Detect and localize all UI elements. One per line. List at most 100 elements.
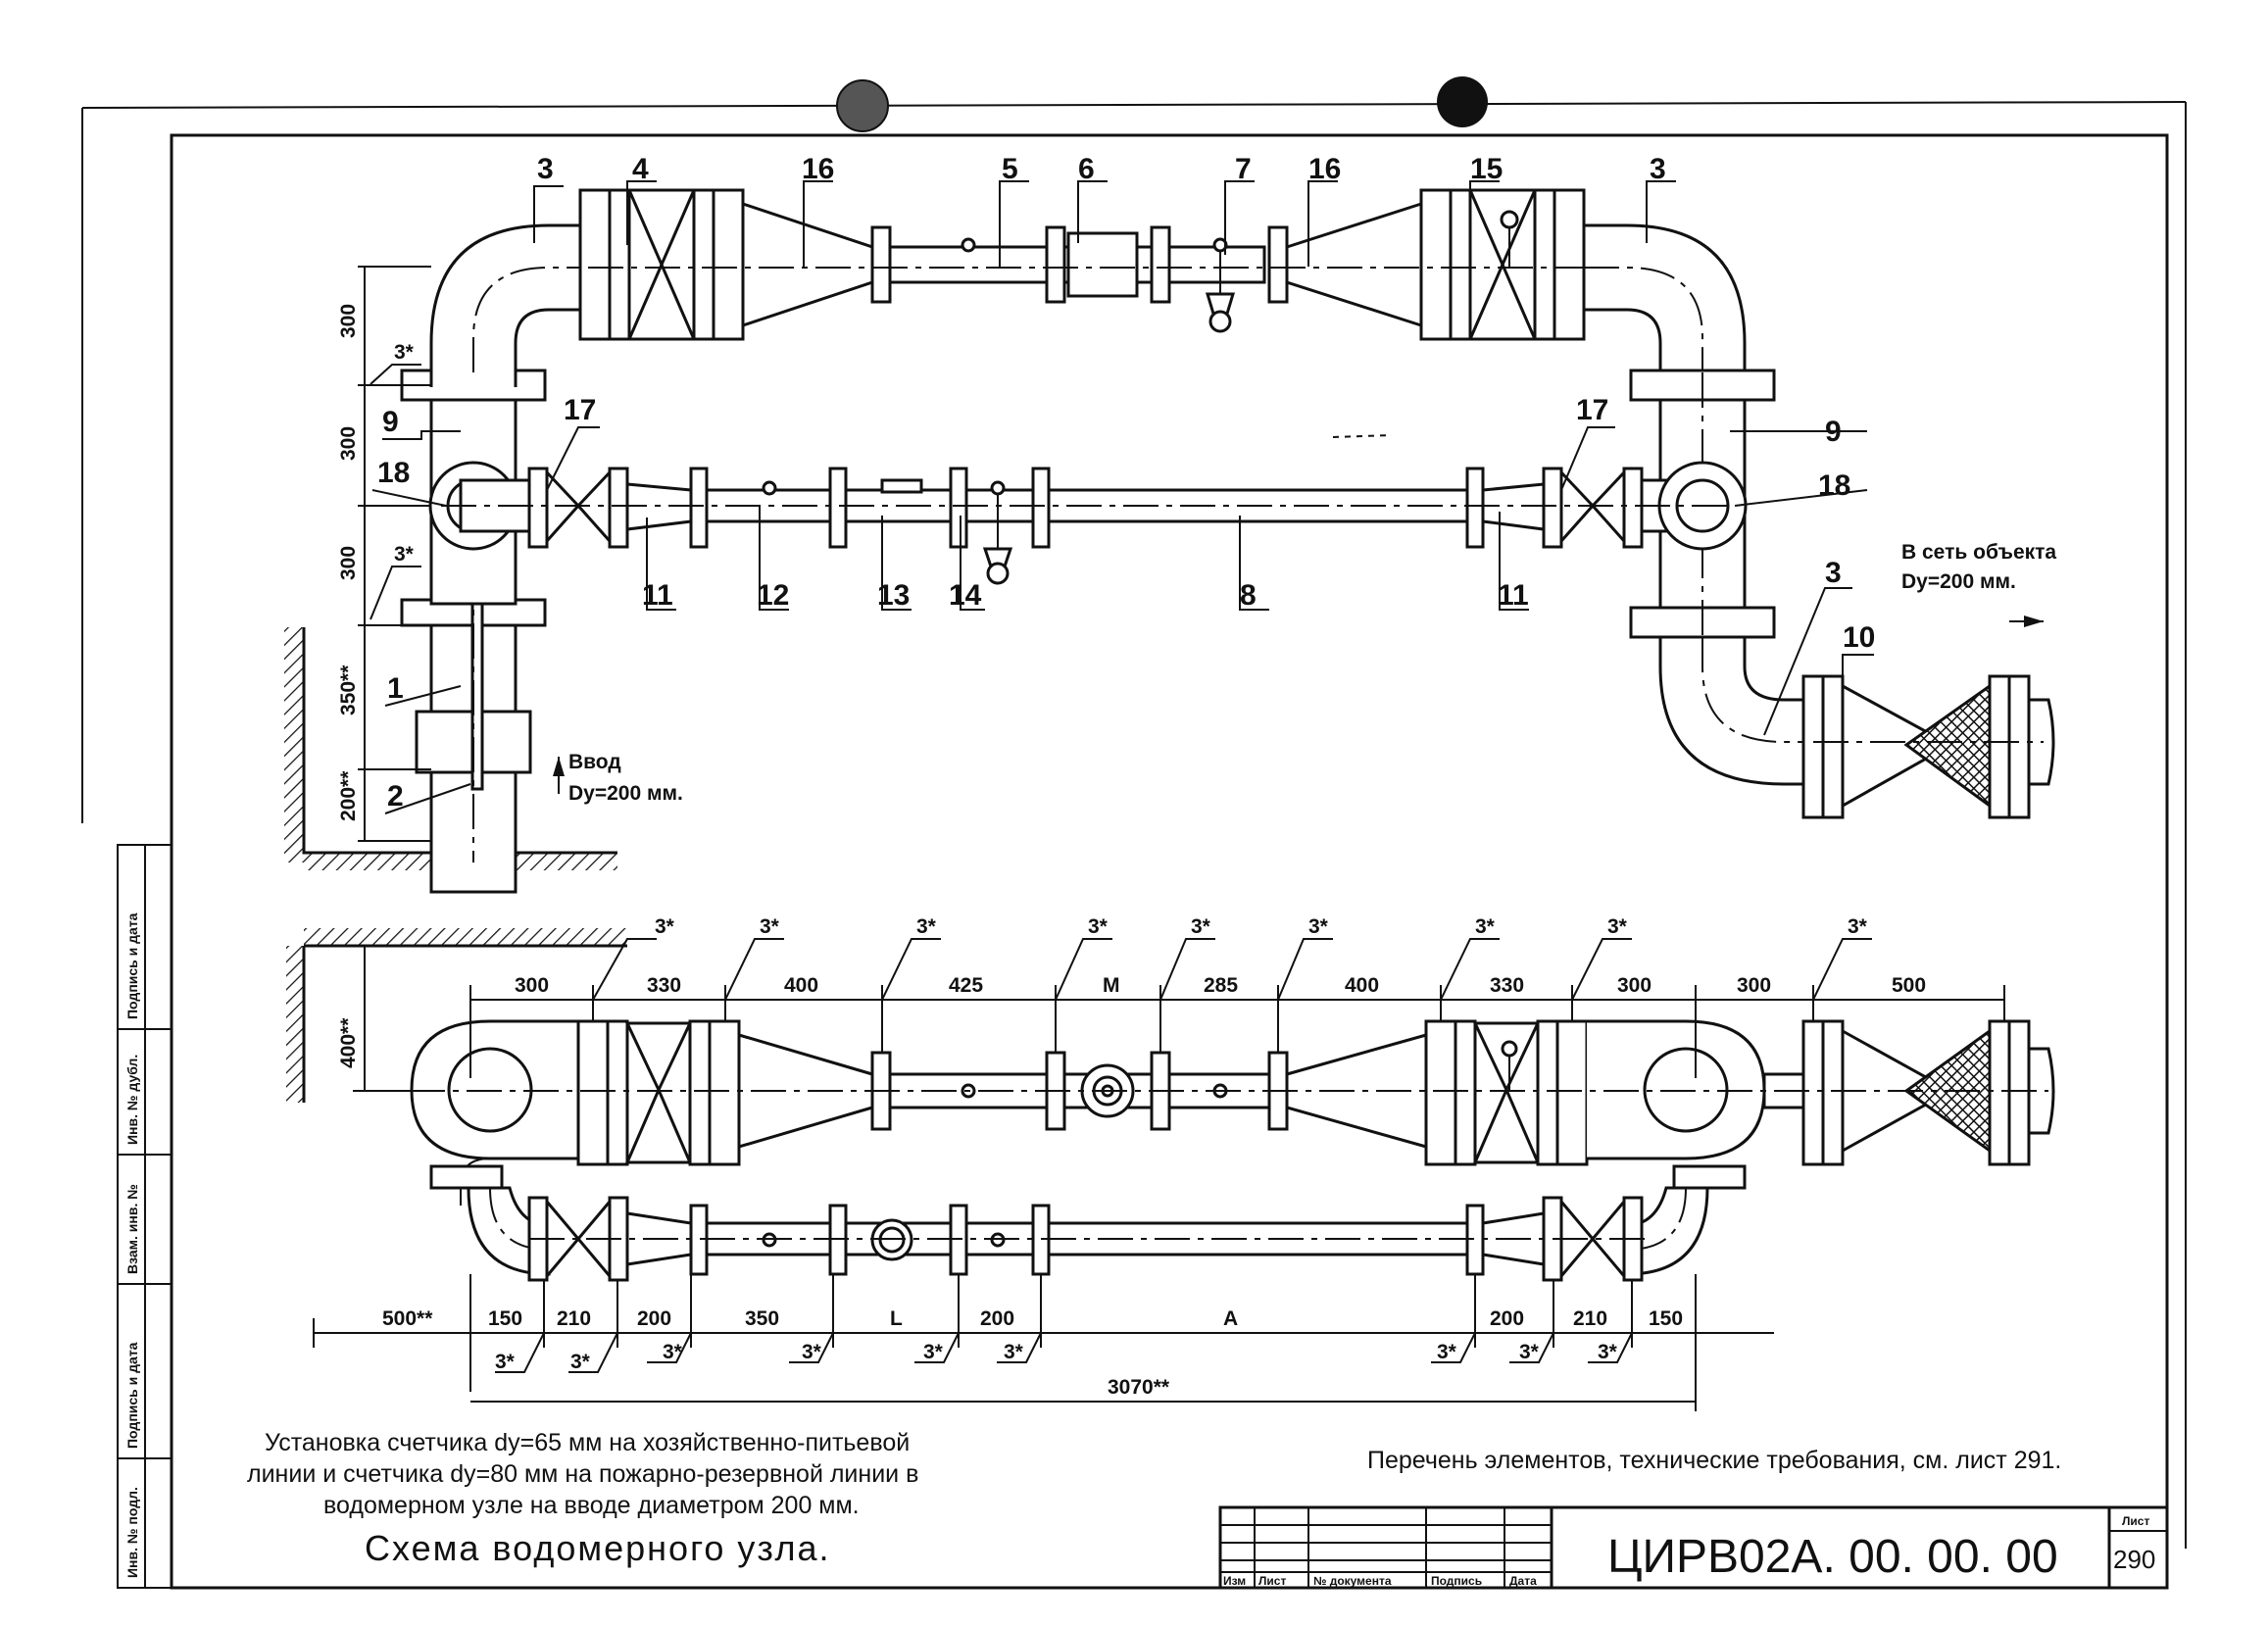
- outlet-diameter: Dy=200 мм.: [1901, 570, 2016, 593]
- caption-line-1: Установка счетчика dy=65 мм на хозяйстве…: [265, 1429, 910, 1456]
- pos-16-left: 16: [802, 153, 834, 185]
- elev-top-dim-2: 330: [647, 974, 681, 997]
- pos-4: 4: [632, 153, 649, 185]
- elev-top-dim-4: 425: [949, 974, 983, 997]
- elev-total-dim: 3070**: [1108, 1376, 1170, 1399]
- elev-bottom-dim-11: 150: [1649, 1307, 1683, 1330]
- document-code: ЦИРВ02А. 00. 00. 00: [1607, 1531, 2058, 1583]
- plan-weld-mark-2: 3*: [394, 543, 415, 566]
- pos-3-top-right: 3: [1650, 153, 1666, 185]
- pos-5: 5: [1002, 153, 1018, 185]
- elev-top-dim-11: 500: [1892, 974, 1926, 997]
- pos-14: 14: [949, 579, 982, 612]
- weld-mark-bottom-5: 3*: [923, 1341, 944, 1363]
- stamp-col-document: № документа: [1313, 1574, 1392, 1588]
- plan-dim-4: 350**: [337, 665, 360, 715]
- pos-1: 1: [387, 672, 404, 705]
- pos-12: 12: [757, 579, 789, 612]
- outlet-label: В сеть объекта: [1901, 541, 2056, 564]
- weld-mark-top-1: 3*: [655, 915, 675, 938]
- weld-mark-bottom-3: 3*: [663, 1341, 683, 1363]
- pos-6: 6: [1078, 153, 1095, 185]
- stamp-col-list: Лист: [1258, 1574, 1286, 1588]
- elev-bottom-dim-3: 210: [557, 1307, 591, 1330]
- plan-dim-2: 300: [337, 426, 360, 461]
- plan-view: 300 300 300 350** 200** 3* 3*: [284, 153, 2056, 894]
- elev-bottom-dim-6: L: [890, 1307, 903, 1330]
- elev-top-dim-7: 400: [1345, 974, 1379, 997]
- weld-mark-top-5: 3*: [1191, 915, 1211, 938]
- reference-note: Перечень элементов, технические требован…: [1367, 1447, 2061, 1474]
- weld-mark-bottom-1: 3*: [495, 1351, 516, 1373]
- pos-11-left: 11: [642, 579, 673, 612]
- weld-mark-bottom-7: 3*: [1437, 1341, 1457, 1363]
- weld-mark-top-8: 3*: [1607, 915, 1628, 938]
- title-stamp: Изм Лист № документа Подпись Дата ЦИРВ02…: [1218, 1505, 2169, 1590]
- elev-left-dim: 400**: [337, 1017, 360, 1068]
- elev-bottom-dim-7: 200: [980, 1307, 1014, 1330]
- elev-top-dim-9: 300: [1617, 974, 1652, 997]
- elevation-view: 400** 300 330 400 425 M 285 400 330: [286, 915, 2055, 1411]
- stamp-col-signature: Подпись: [1431, 1574, 1482, 1588]
- pos-17-left: 17: [564, 394, 596, 426]
- elev-bottom-dim-10: 210: [1573, 1307, 1607, 1330]
- weld-mark-top-9: 3*: [1848, 915, 1868, 938]
- side-label-inv-podl: Инв. № подл.: [124, 1487, 140, 1578]
- sheet-number: 290: [2113, 1545, 2155, 1574]
- pos-16-right: 16: [1308, 153, 1341, 185]
- weld-mark-bottom-6: 3*: [1004, 1341, 1024, 1363]
- inlet-label: Ввод: [568, 751, 621, 773]
- elev-bottom-dim-4: 200: [637, 1307, 671, 1330]
- elev-top-dim-10: 300: [1737, 974, 1771, 997]
- pos-3-outlet: 3: [1825, 557, 1842, 589]
- binding-holes: [836, 76, 1488, 132]
- elev-top-dim-8: 330: [1490, 974, 1524, 997]
- stamp-col-izm: Изм: [1223, 1574, 1246, 1588]
- plan-weld-mark-1: 3*: [394, 341, 415, 364]
- inlet-diameter: Dy=200 мм.: [568, 782, 683, 805]
- weld-mark-top-6: 3*: [1308, 915, 1329, 938]
- pos-13: 13: [877, 579, 910, 612]
- weld-mark-top-4: 3*: [1088, 915, 1109, 938]
- plan-dim-5: 200**: [337, 770, 360, 821]
- pos-17-right: 17: [1576, 394, 1608, 426]
- plan-dim-3: 300: [337, 546, 360, 580]
- pos-11-right: 11: [1498, 579, 1529, 612]
- elev-top-dim-6: 285: [1204, 974, 1238, 997]
- pos-3-top-left: 3: [537, 153, 554, 185]
- drawing-title: Схема водомерного узла.: [365, 1528, 831, 1568]
- weld-mark-top-3: 3*: [916, 915, 937, 938]
- pos-18-right: 18: [1818, 469, 1850, 502]
- pos-7: 7: [1235, 153, 1252, 185]
- side-label-inv-dubl: Инв. № дубл.: [124, 1055, 140, 1145]
- elev-bottom-dim-1: 500**: [382, 1307, 433, 1330]
- side-label-vzam-inv: Взам. инв. №: [124, 1184, 140, 1274]
- pos-2: 2: [387, 780, 404, 813]
- elev-bottom-dim-5: 350: [745, 1307, 779, 1330]
- weld-mark-top-7: 3*: [1475, 915, 1496, 938]
- elev-bottom-dim-9: 200: [1490, 1307, 1524, 1330]
- sheet-frame: [81, 101, 2187, 1590]
- caption-block: Установка счетчика dy=65 мм на хозяйстве…: [247, 1429, 2061, 1568]
- caption-line-2: линии и счетчика dy=80 мм на пожарно-рез…: [247, 1460, 918, 1488]
- caption-line-3: водомерном узле на вводе диаметром 200 м…: [323, 1492, 860, 1519]
- plan-dim-1: 300: [337, 304, 360, 338]
- sheet-label: Лист: [2122, 1514, 2149, 1528]
- side-label-signature-date-2: Подпись и дата: [124, 912, 140, 1019]
- weld-mark-bottom-9: 3*: [1598, 1341, 1618, 1363]
- elev-top-dim-3: 400: [784, 974, 818, 997]
- side-stamp: Инв. № подл. Подпись и дата Взам. инв. №…: [117, 844, 173, 1589]
- pos-9-right: 9: [1825, 416, 1842, 448]
- stamp-col-date: Дата: [1509, 1574, 1537, 1588]
- weld-mark-bottom-4: 3*: [802, 1341, 822, 1363]
- elev-top-dim-5: M: [1103, 974, 1120, 997]
- weld-mark-bottom-2: 3*: [570, 1351, 591, 1373]
- weld-mark-top-2: 3*: [760, 915, 780, 938]
- pos-8: 8: [1240, 579, 1257, 612]
- elev-bottom-dim-2: 150: [488, 1307, 522, 1330]
- elev-top-dim-1: 300: [515, 974, 549, 997]
- pos-9-left: 9: [382, 406, 399, 438]
- weld-mark-bottom-8: 3*: [1519, 1341, 1540, 1363]
- elev-bottom-dim-8: A: [1223, 1307, 1238, 1330]
